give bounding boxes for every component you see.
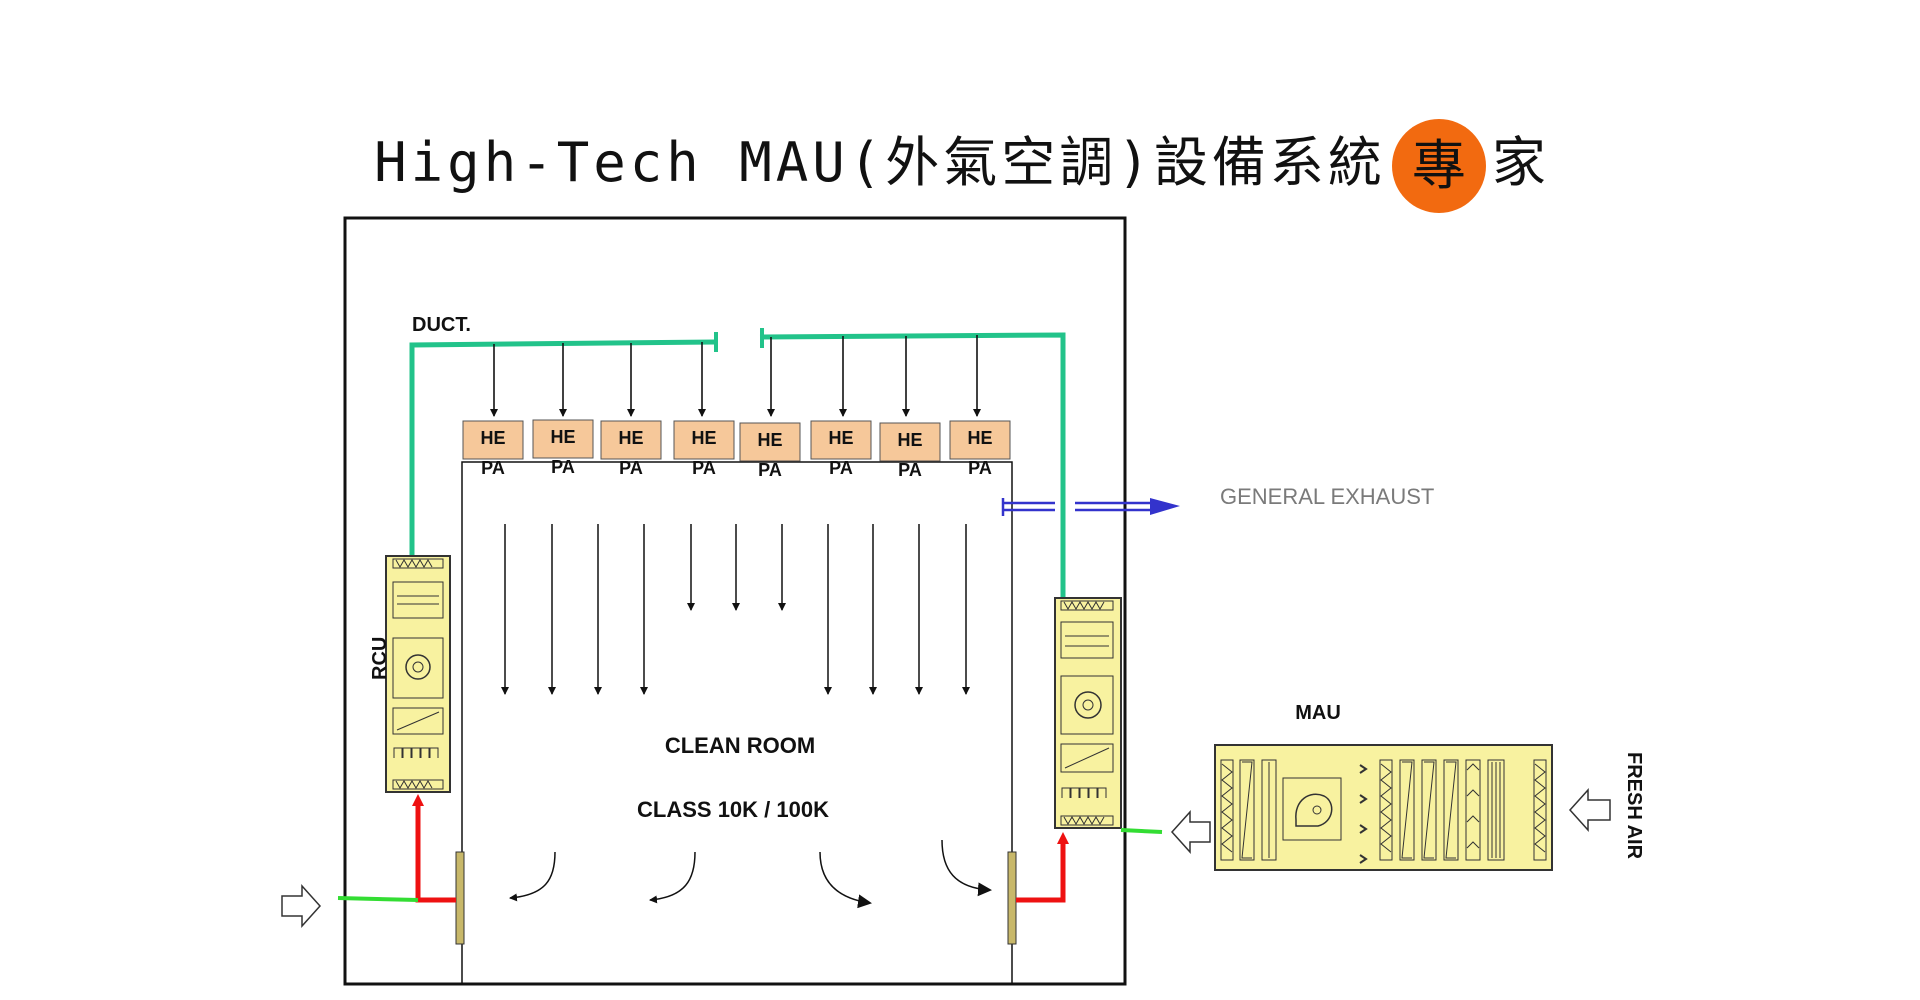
fcu-unit-right	[1054, 597, 1122, 829]
downflow-arrows	[501, 524, 970, 695]
supply-duct	[409, 332, 1066, 598]
mau-outlet-arrow	[1170, 810, 1211, 854]
building-outline	[343, 216, 1127, 986]
inlet-arrow-left	[281, 884, 322, 928]
hepa-filter-4: HE PA	[673, 420, 735, 478]
title-highlight-badge: 專	[1391, 119, 1486, 214]
duct-drop-arrows	[490, 335, 981, 417]
svg-text:HE: HE	[618, 428, 643, 448]
fresh-air-line-right	[1120, 828, 1163, 834]
svg-text:HE: HE	[691, 428, 716, 448]
general-exhaust-arrow	[1001, 498, 1180, 516]
rcu-unit	[385, 555, 451, 793]
svg-text:PA: PA	[829, 458, 853, 478]
hepa-filter-8: HE PA	[949, 420, 1011, 478]
return-grille-right	[1007, 851, 1017, 945]
svg-text:PA: PA	[758, 460, 782, 480]
clean-room-label: CLEAN ROOM	[665, 733, 815, 758]
red-supply-left	[412, 794, 456, 903]
hepa-filter-5: HE PA	[739, 422, 801, 480]
hepa-filter-1: HE PA	[462, 420, 524, 478]
svg-text:PA: PA	[692, 458, 716, 478]
svg-text:HE: HE	[967, 428, 992, 448]
class-label: CLASS 10K / 100K	[637, 797, 829, 822]
title-suffix: 家	[1491, 131, 1546, 194]
clean-room-outline	[461, 461, 1013, 984]
hepa-filter-7: HE PA	[879, 422, 941, 480]
svg-text:PA: PA	[481, 458, 505, 478]
page-title: High-Tech MAU(外氣空調)設備系統專家	[374, 118, 1546, 214]
svg-text:PA: PA	[619, 458, 643, 478]
svg-text:HE: HE	[480, 428, 505, 448]
general-exhaust-label: GENERAL EXHAUST	[1220, 484, 1434, 509]
svg-text:PA: PA	[968, 458, 992, 478]
fresh-air-inlet-arrow	[1568, 788, 1611, 832]
svg-text:HE: HE	[757, 430, 782, 450]
hepa-filter-6: HE PA	[810, 420, 872, 478]
return-grille-left	[455, 851, 465, 945]
hepa-filter-2: HE PA	[532, 419, 594, 477]
duct-label: DUCT.	[412, 314, 471, 336]
svg-text:PA: PA	[898, 460, 922, 480]
fresh-air-line-left	[337, 896, 419, 902]
rcu-label: RCU	[369, 637, 391, 680]
svg-text:HE: HE	[897, 430, 922, 450]
fresh-air-label: FRESH AIR	[1623, 752, 1645, 860]
return-air-arrows	[509, 839, 992, 909]
svg-text:HE: HE	[828, 428, 853, 448]
svg-text:HE: HE	[550, 427, 575, 447]
red-supply-right	[1016, 832, 1069, 903]
svg-text:PA: PA	[551, 457, 575, 477]
title-bar: High-Tech MAU(外氣空調)設備系統專家	[0, 118, 1920, 214]
hepa-filter-3: HE PA	[600, 420, 662, 478]
mau-label: MAU	[1295, 702, 1341, 724]
hepa-filters: HE PA HE PA HE PA HE PA HE PA HE PA HE PA HE PA	[462, 419, 1011, 480]
mau-unit	[1214, 744, 1553, 871]
title-main: High-Tech MAU(外氣空調)設備系統	[374, 131, 1386, 194]
